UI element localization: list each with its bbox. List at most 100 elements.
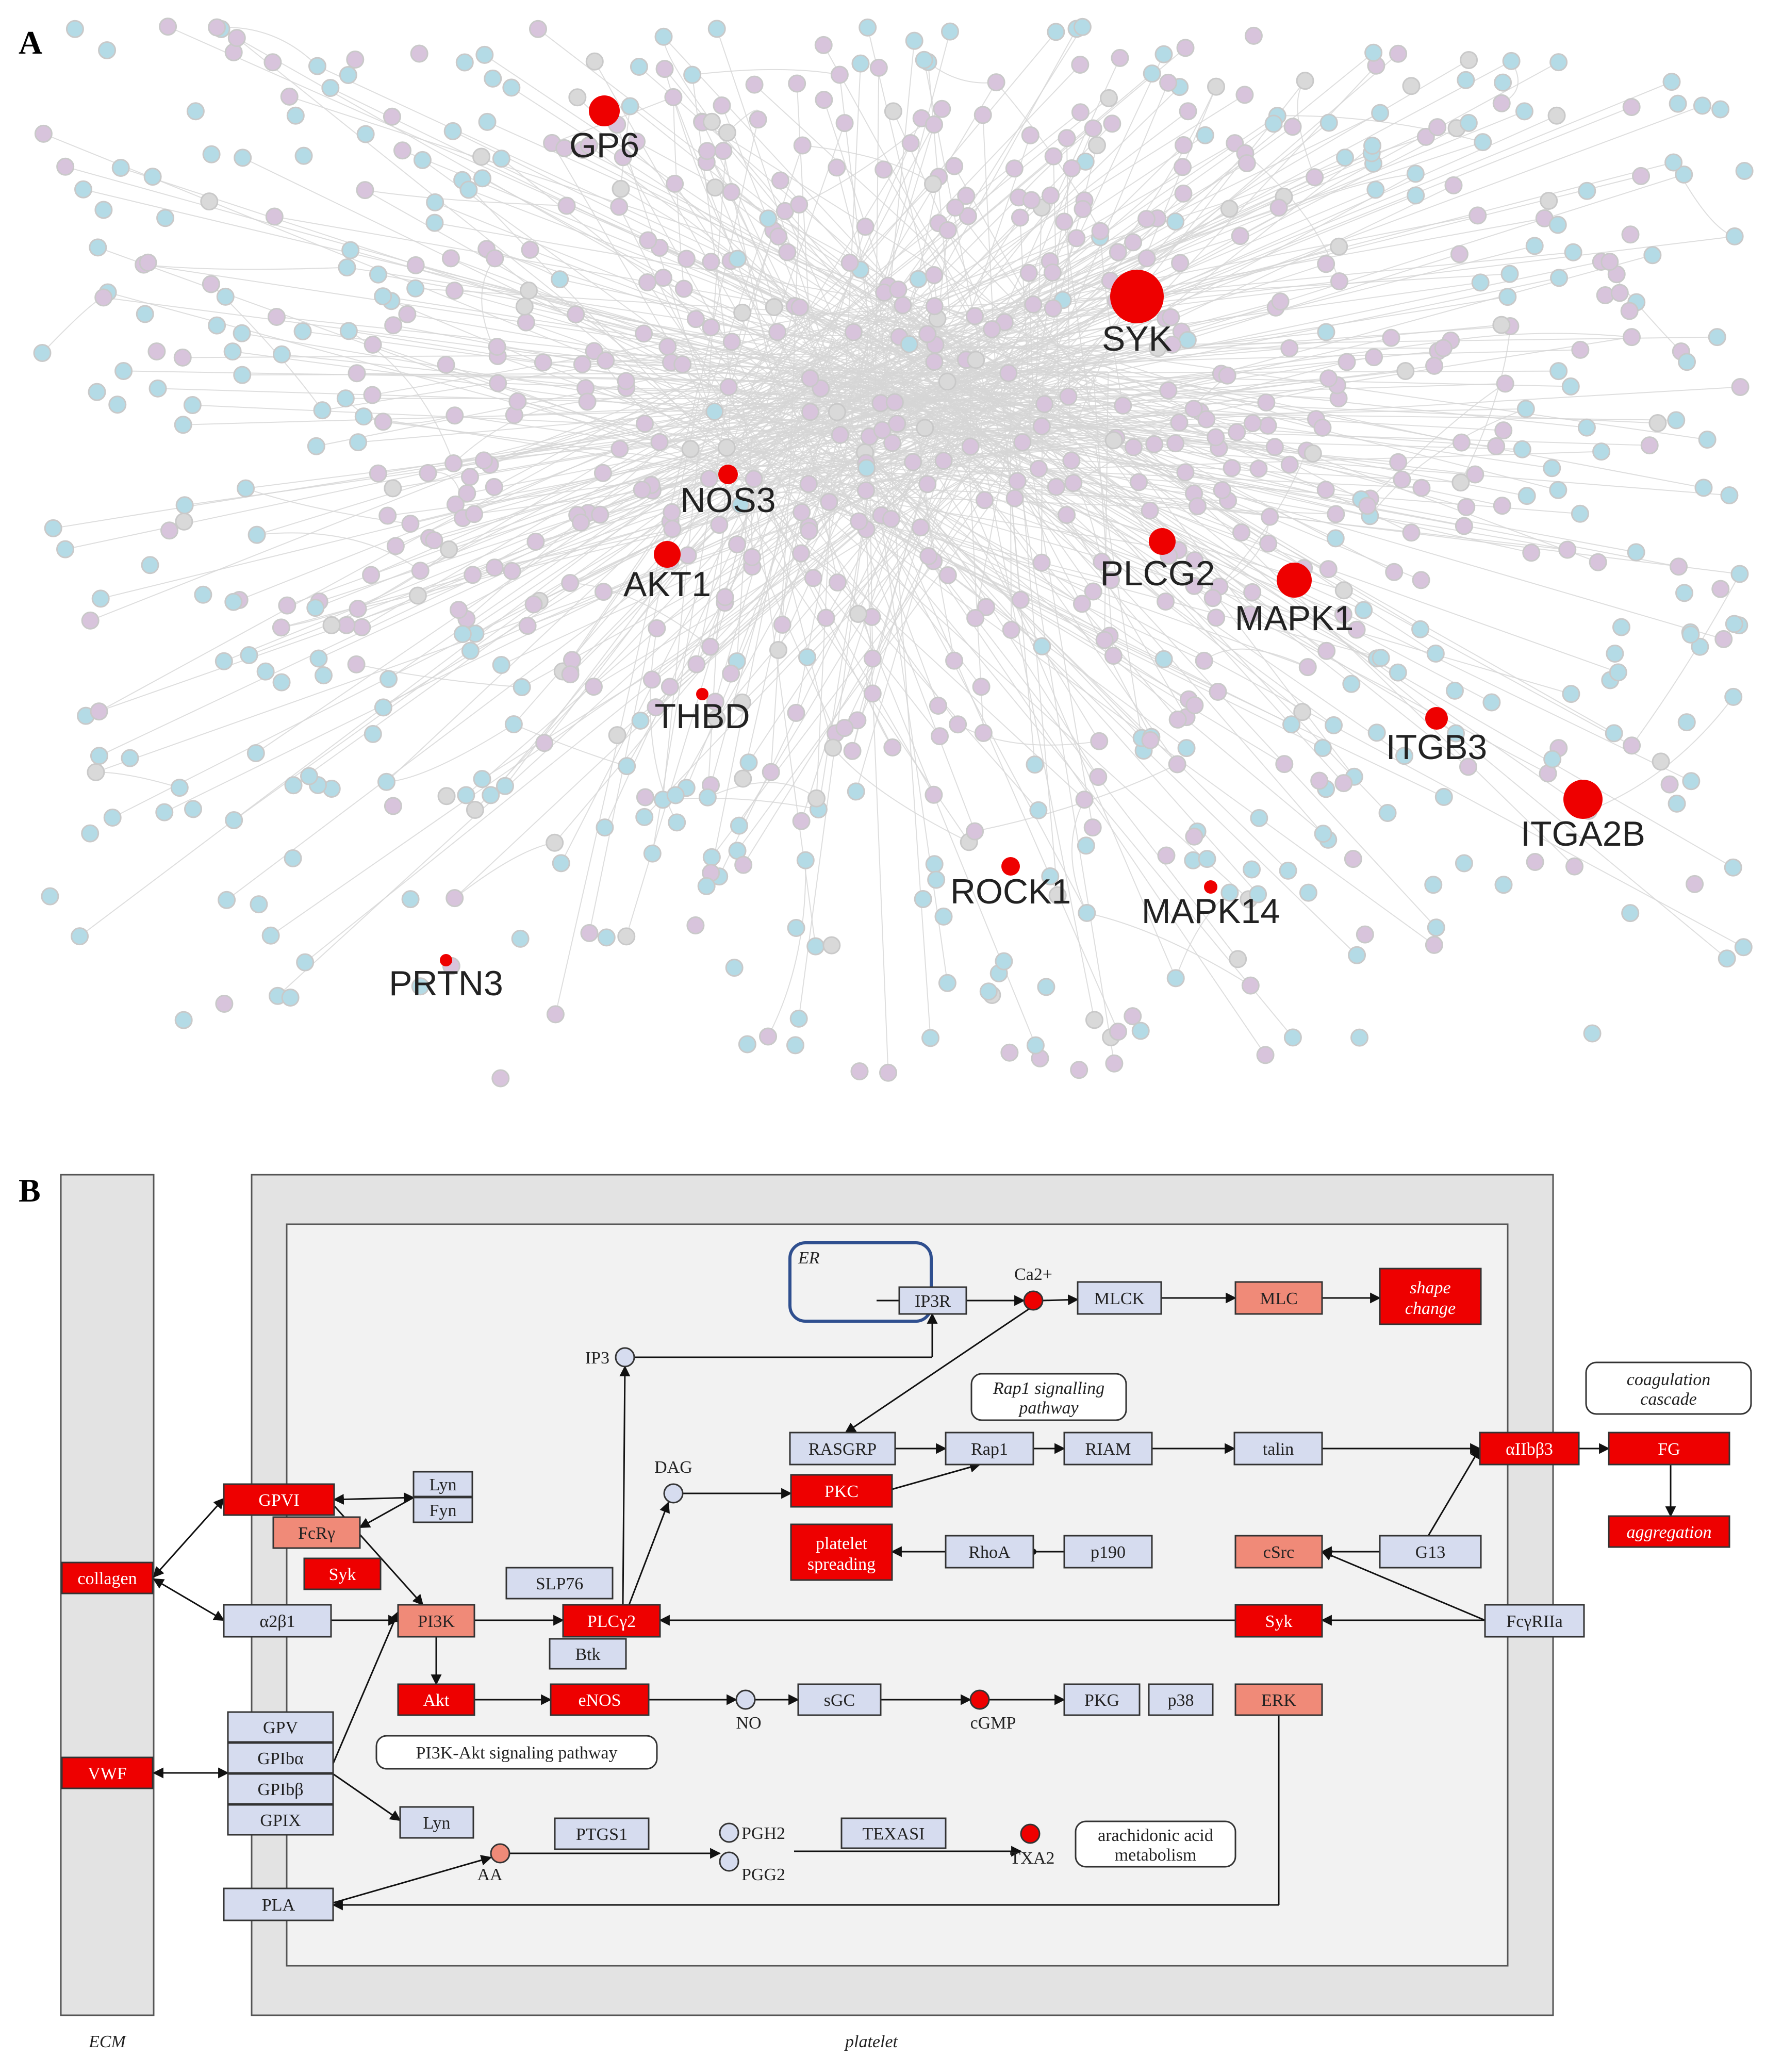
hit-gene-label: ROCK1 xyxy=(950,872,1071,911)
network-node xyxy=(1055,212,1074,231)
network-node xyxy=(1218,366,1236,385)
network-node xyxy=(184,800,203,818)
network-node xyxy=(1198,850,1216,868)
hit-gene-node xyxy=(1149,528,1176,555)
network-node xyxy=(1141,501,1159,520)
network-node xyxy=(1623,736,1641,755)
network-node xyxy=(1335,149,1354,167)
network-node xyxy=(1011,208,1029,227)
network-node xyxy=(296,953,315,972)
pathway-node-lyn1: Lyn xyxy=(412,1471,473,1498)
network-node xyxy=(1455,854,1473,873)
network-node xyxy=(573,355,591,373)
pathway-edge xyxy=(359,1497,414,1528)
network-node xyxy=(1502,52,1521,70)
network-node xyxy=(1203,589,1222,607)
network-node xyxy=(534,353,552,372)
network-node xyxy=(461,642,480,660)
er-compartment xyxy=(788,1241,933,1323)
pathway-edge xyxy=(333,1492,415,1505)
network-node xyxy=(1471,273,1490,292)
network-node xyxy=(1549,53,1568,72)
network-node xyxy=(202,145,221,163)
network-node xyxy=(1083,818,1102,837)
network-node xyxy=(56,540,75,558)
network-node xyxy=(473,770,491,788)
svg-text:cascade: cascade xyxy=(1640,1390,1697,1409)
network-node xyxy=(1330,237,1348,256)
network-node xyxy=(341,241,360,259)
network-node xyxy=(934,451,953,470)
network-node xyxy=(1124,438,1143,456)
network-node xyxy=(1549,481,1568,499)
network-node xyxy=(472,147,491,166)
network-node xyxy=(1730,565,1749,583)
hit-gene-node xyxy=(589,95,620,126)
network-node xyxy=(733,693,751,712)
network-node xyxy=(1265,438,1284,456)
network-node xyxy=(1317,642,1336,660)
network-node xyxy=(966,822,984,841)
network-node xyxy=(857,459,876,478)
network-node xyxy=(1450,245,1468,264)
network-node xyxy=(1283,1028,1302,1047)
network-node xyxy=(1664,153,1683,172)
network-node xyxy=(608,726,626,745)
network-node xyxy=(681,440,700,458)
network-node xyxy=(1145,435,1164,453)
network-node xyxy=(374,413,392,431)
network-node xyxy=(1314,825,1332,843)
network-node xyxy=(831,425,849,444)
network-node xyxy=(1249,885,1267,903)
network-node xyxy=(141,556,159,574)
network-node xyxy=(925,297,944,316)
network-node xyxy=(925,785,943,804)
network-node xyxy=(635,808,654,826)
network-node xyxy=(446,889,464,908)
network-node xyxy=(1111,48,1129,67)
network-node xyxy=(1549,362,1568,381)
network-node xyxy=(679,546,697,565)
network-node xyxy=(437,355,455,374)
pathway-node-pi3k: PI3K xyxy=(397,1604,475,1638)
network-node xyxy=(1670,557,1688,576)
network-node xyxy=(1259,416,1277,435)
network-node xyxy=(580,136,598,155)
pathway-node-gpvi: GPVI xyxy=(223,1483,335,1516)
network-node xyxy=(844,323,863,341)
hit-gene-label: THBD xyxy=(654,697,750,736)
network-node xyxy=(677,250,696,268)
network-node xyxy=(686,310,705,328)
network-node xyxy=(91,589,110,608)
pathway-node-ptgs1: PTGS1 xyxy=(554,1817,650,1850)
network-node xyxy=(745,470,763,488)
network-node xyxy=(918,325,937,343)
network-node xyxy=(1228,423,1246,441)
network-node xyxy=(1174,158,1192,176)
network-node xyxy=(1396,362,1415,381)
hit-gene-label: AKT1 xyxy=(623,565,711,604)
network-node xyxy=(1344,850,1362,868)
pathway-node-fcgr2a: FcγRIIa xyxy=(1484,1604,1585,1638)
network-node xyxy=(1280,339,1299,357)
network-node xyxy=(1279,861,1297,880)
network-node xyxy=(1492,316,1511,334)
network-node xyxy=(1090,732,1109,750)
network-node xyxy=(1129,473,1148,491)
network-node xyxy=(1427,918,1445,937)
network-node xyxy=(1000,1043,1019,1062)
svg-text:GPIbα: GPIbα xyxy=(257,1749,304,1768)
network-node xyxy=(702,253,720,271)
network-node xyxy=(571,513,590,532)
pathway-node-pkg: PKG xyxy=(1063,1683,1141,1716)
network-node xyxy=(1592,442,1611,461)
hit-gene-label: MAPK1 xyxy=(1235,599,1354,638)
network-node xyxy=(1168,710,1187,729)
network-node xyxy=(1640,436,1659,455)
network-node xyxy=(1457,498,1476,516)
network-nodes xyxy=(33,18,1754,1088)
network-node xyxy=(849,605,868,623)
network-node xyxy=(200,192,219,211)
